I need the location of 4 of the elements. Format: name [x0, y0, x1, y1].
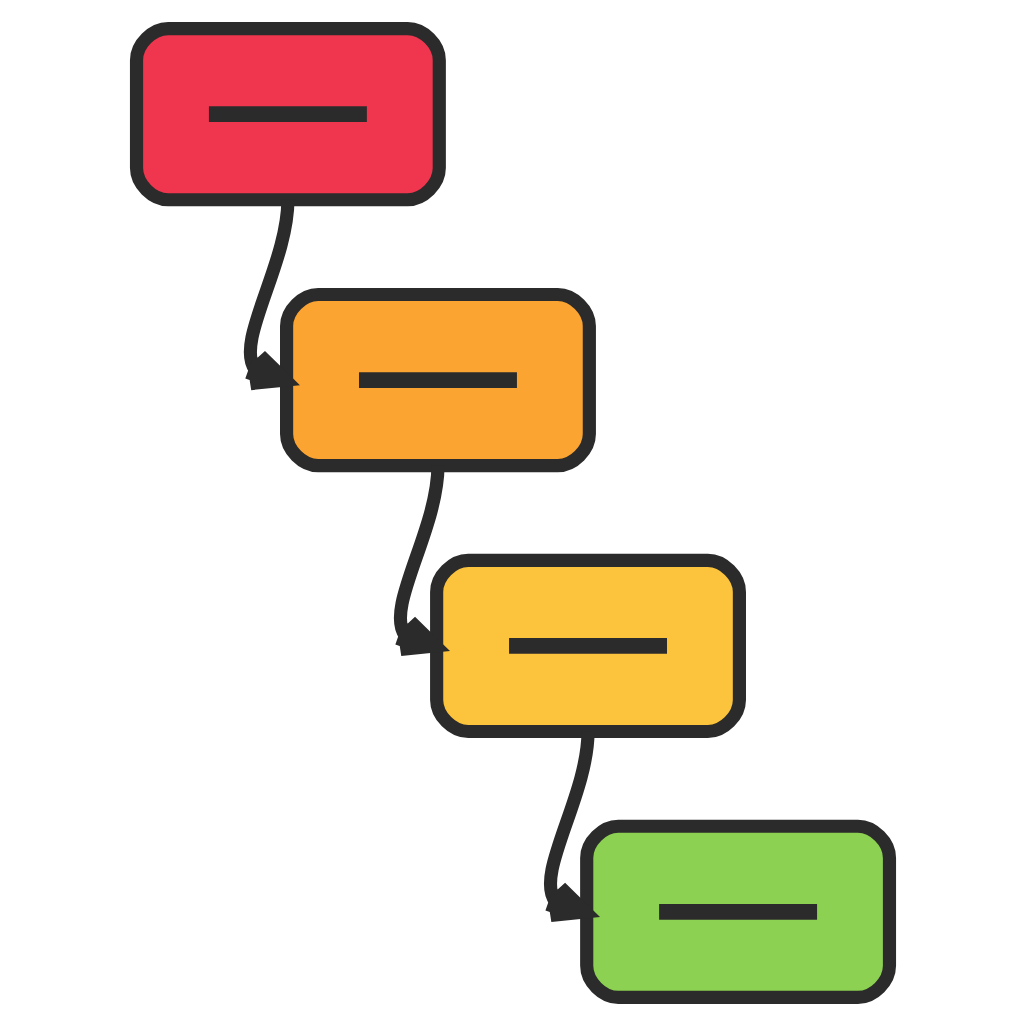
node-box: [128, 21, 445, 206]
node-box: [429, 552, 745, 738]
node-box: [579, 818, 896, 1003]
node-box: [279, 286, 595, 472]
